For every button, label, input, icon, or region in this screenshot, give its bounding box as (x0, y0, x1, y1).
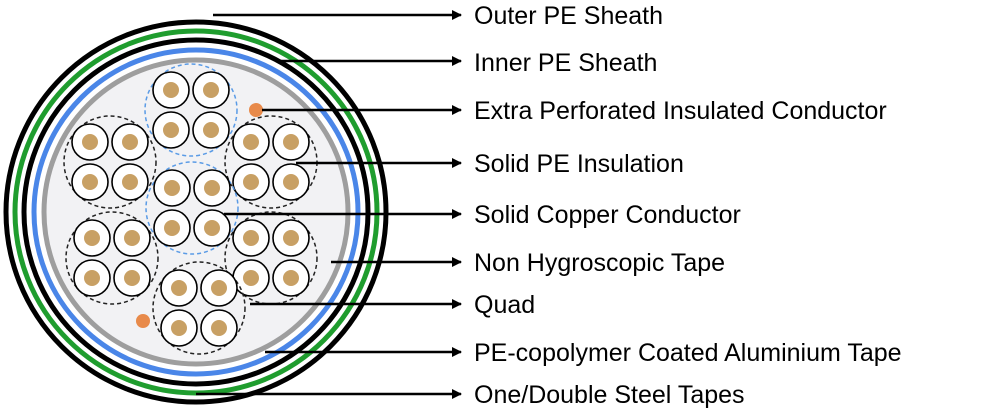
cable-cross-section (3, 19, 389, 405)
label-steel-tapes: One/Double Steel Tapes (474, 381, 745, 409)
extra-conductor (136, 314, 150, 328)
label-quad: Quad (474, 291, 535, 319)
copper-conductor (84, 230, 100, 246)
copper-conductor (243, 174, 259, 190)
copper-conductor (163, 82, 179, 98)
quad (224, 211, 318, 305)
copper-conductor (164, 180, 180, 196)
label-inner-pe-sheath: Inner PE Sheath (474, 49, 657, 77)
copper-conductor (204, 220, 220, 236)
copper-conductor (82, 134, 98, 150)
copper-conductor (243, 230, 259, 246)
copper-conductor (84, 270, 100, 286)
copper-conductor (122, 174, 138, 190)
copper-conductor (243, 270, 259, 286)
copper-conductor (243, 134, 259, 150)
outer-pe-sheath-ring (3, 19, 389, 405)
labels: Outer PE Sheath Inner PE Sheath Extra Pe… (474, 2, 902, 409)
quad (63, 115, 157, 209)
copper-conductor (283, 270, 299, 286)
label-extra-conductor: Extra Perforated Insulated Conductor (474, 97, 887, 125)
copper-conductor (204, 180, 220, 196)
inner-pe-sheath-ring (21, 37, 371, 387)
quad (224, 115, 318, 209)
label-solid-copper-conductor: Solid Copper Conductor (474, 201, 741, 229)
extra-conductor (249, 103, 263, 117)
copper-conductor (124, 230, 140, 246)
quad-binder (65, 211, 159, 305)
copper-conductor (164, 220, 180, 236)
quad (65, 211, 159, 305)
quad (144, 63, 238, 157)
copper-conductor (203, 82, 219, 98)
label-aluminium-tape: PE-copolymer Coated Aluminium Tape (474, 339, 902, 367)
copper-conductor (283, 174, 299, 190)
copper-conductor (82, 174, 98, 190)
aluminium-tape-ring (31, 47, 361, 377)
copper-conductor (283, 230, 299, 246)
label-non-hygroscopic-tape: Non Hygroscopic Tape (474, 249, 725, 277)
quad-binder (63, 115, 157, 209)
leader-lines (196, 10, 462, 399)
quad-binder (152, 261, 246, 355)
copper-conductor (124, 270, 140, 286)
copper-conductor (203, 122, 219, 138)
copper-conductor (171, 280, 187, 296)
copper-conductor (283, 134, 299, 150)
label-outer-pe-sheath: Outer PE Sheath (474, 2, 663, 30)
quad-binder (144, 63, 238, 157)
copper-conductor (122, 134, 138, 150)
quad (145, 161, 239, 255)
copper-conductor (211, 280, 227, 296)
non-hygroscopic-tape-ring (41, 57, 351, 367)
label-solid-pe-insulation: Solid PE Insulation (474, 150, 684, 178)
quad (152, 261, 246, 355)
quad-binder (145, 161, 239, 255)
copper-conductor (171, 320, 187, 336)
quads-group (63, 63, 318, 355)
copper-conductor (163, 122, 179, 138)
copper-conductor (211, 320, 227, 336)
